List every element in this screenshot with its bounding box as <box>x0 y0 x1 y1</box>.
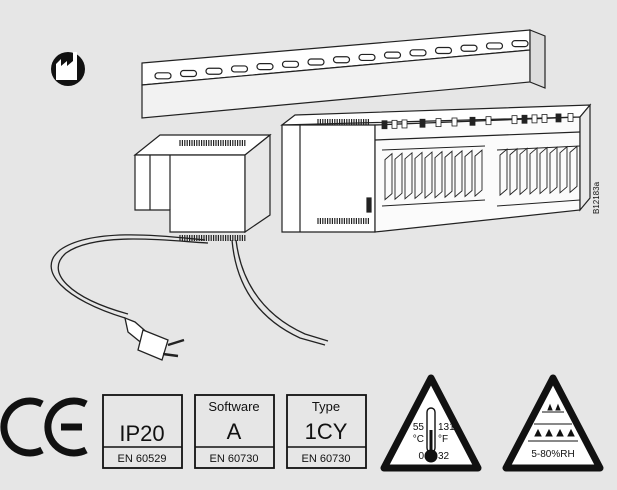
rail-slot <box>358 53 376 62</box>
dip-switch <box>521 114 528 124</box>
dip-switch <box>451 117 458 127</box>
terminal-rail <box>496 145 581 151</box>
rail-slot <box>434 46 453 55</box>
dip-switch <box>381 120 388 130</box>
software-class: A <box>227 419 242 444</box>
terminal-contact <box>394 152 403 201</box>
rail-slot <box>511 40 529 48</box>
dip-switch <box>469 116 476 126</box>
label-ip: IP20 EN 60529 <box>102 394 183 469</box>
din-rail <box>141 29 546 119</box>
dip-switch <box>485 116 492 126</box>
terminal-contact <box>519 147 528 196</box>
terminal-contact <box>464 149 473 198</box>
terminal-rail <box>381 145 486 151</box>
terminal-contact <box>444 150 453 199</box>
dip-switch <box>419 118 426 128</box>
terminal-contact <box>559 145 568 194</box>
controller-unit <box>280 103 592 233</box>
terminal-contact <box>454 149 463 198</box>
dip-switch <box>511 115 518 125</box>
humidity-icon <box>528 403 578 442</box>
temp-c-min: 0 <box>418 451 424 462</box>
terminal-contact <box>529 146 538 195</box>
rail-slot <box>485 42 504 50</box>
factory-icon <box>51 52 85 86</box>
ce-mark-icon <box>0 397 88 457</box>
type-standard: EN 60730 <box>302 453 351 465</box>
terminal-contact <box>474 149 483 198</box>
terminal-contact <box>404 151 413 200</box>
temp-f-unit: °F <box>438 434 448 445</box>
terminal-contact <box>434 150 443 199</box>
dip-switch <box>531 114 538 124</box>
type-code: 1CY <box>305 419 348 444</box>
terminal-rail <box>496 199 581 207</box>
terminal-contact <box>414 151 423 200</box>
rail-slot <box>205 67 223 75</box>
rail-slot <box>256 63 274 71</box>
software-standard: EN 60730 <box>210 453 259 465</box>
temp-f-max: 131 <box>438 422 455 433</box>
power-plug <box>124 316 185 361</box>
temp-c-max: 55 <box>413 422 425 433</box>
dip-switch <box>541 114 548 123</box>
terminal-contact <box>549 146 558 195</box>
software-heading: Software <box>208 399 259 414</box>
dip-switch <box>555 113 562 123</box>
power-cable <box>50 234 329 346</box>
rail-slot <box>332 56 351 64</box>
temp-f-min: 32 <box>438 451 450 462</box>
ip-standard: EN 60529 <box>118 453 167 465</box>
rail-slot <box>230 65 249 73</box>
figure-code: B12183a <box>592 181 601 214</box>
label-software: Software A EN 60730 <box>194 394 275 469</box>
humidity-range-symbol: 5-80%RH <box>502 374 604 472</box>
terminal-rail <box>381 199 486 207</box>
transformer-unit <box>133 133 272 241</box>
ip-rating: IP20 <box>119 421 164 446</box>
dip-switch <box>401 119 408 129</box>
terminal-contact <box>509 147 518 196</box>
thermometer-icon <box>424 407 438 463</box>
rail-slot <box>281 60 300 68</box>
humidity-range: 5-80%RH <box>531 449 574 460</box>
terminal-contact <box>569 145 578 194</box>
terminal-contact <box>499 148 508 197</box>
rail-slot <box>409 49 427 57</box>
dip-switch <box>435 118 442 128</box>
dip-switch <box>391 119 398 129</box>
rail-slot <box>307 58 325 66</box>
rail-slot <box>154 72 172 80</box>
terminal-contact <box>539 146 548 195</box>
terminal-contact <box>424 151 433 200</box>
rail-slot <box>460 44 478 52</box>
rail-slot <box>383 51 402 59</box>
terminal-contact <box>384 152 393 201</box>
rail-slot <box>179 69 198 78</box>
temperature-range-symbol: 55 °C 0 131 °F 32 <box>380 374 482 472</box>
dip-switch <box>567 113 574 122</box>
temp-c-unit: °C <box>413 434 424 445</box>
type-heading: Type <box>312 399 340 414</box>
label-type: Type 1CY EN 60730 <box>286 394 367 469</box>
